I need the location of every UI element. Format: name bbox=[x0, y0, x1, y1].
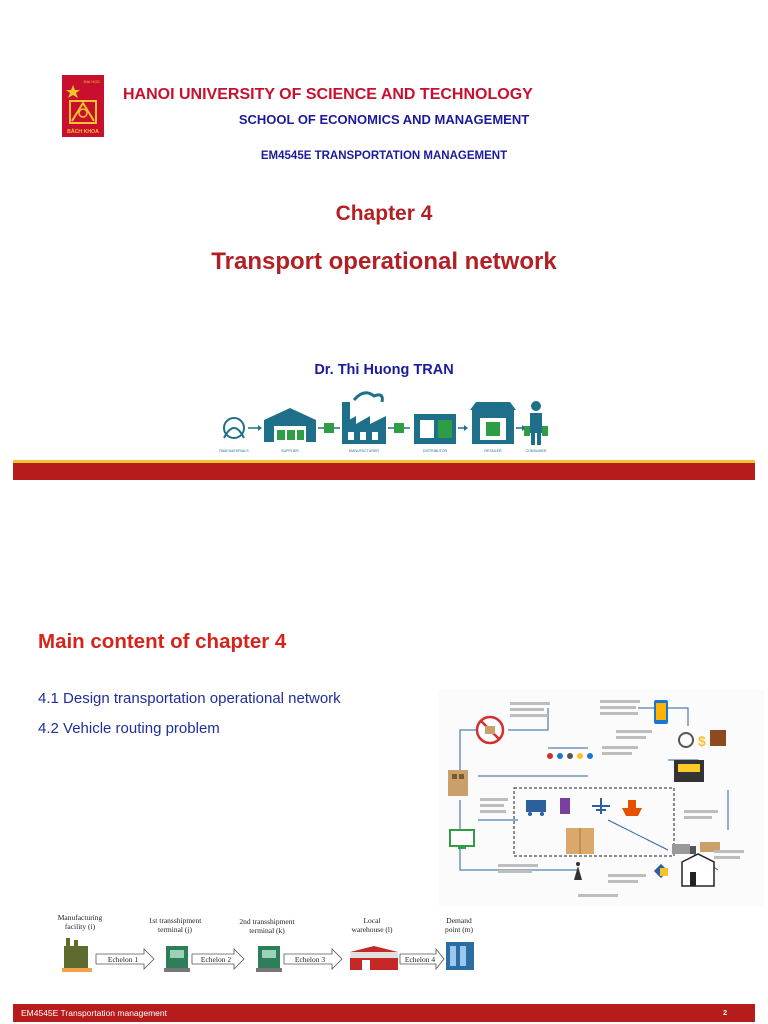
author-name: Dr. Thi Huong TRAN bbox=[314, 362, 454, 378]
smartphone-icon bbox=[654, 700, 668, 724]
footer-bar: EM4545E Transportation management 2 bbox=[13, 1004, 755, 1022]
echelon-arrow-label: Echelon 2 bbox=[201, 955, 231, 964]
echelon-network-diagram: Manufacturing facility (i) 1st transship… bbox=[58, 913, 474, 972]
node-label: Demand bbox=[446, 916, 472, 925]
box-icon bbox=[394, 423, 404, 433]
store-icon bbox=[674, 760, 704, 782]
pallet-icon bbox=[700, 842, 720, 852]
truck-icon bbox=[672, 844, 696, 854]
raw-materials-icon bbox=[223, 417, 245, 439]
label-supplier: SUPPLIER bbox=[281, 449, 299, 453]
box-icon bbox=[324, 423, 334, 433]
distributor-truck-icon bbox=[414, 414, 456, 444]
consumer-person-icon bbox=[524, 401, 548, 445]
label-distributor: DISTRIBUTOR bbox=[423, 449, 448, 453]
no-entry-icon bbox=[475, 715, 505, 745]
supplier-warehouse-icon bbox=[264, 408, 316, 442]
content-item: 4.1 Design transportation operational ne… bbox=[38, 690, 341, 707]
transport-modes-icons bbox=[526, 798, 642, 816]
satellite-icon bbox=[653, 863, 669, 879]
label-manufacturer: MANUFACTURER bbox=[349, 449, 379, 453]
manufacturer-factory-icon bbox=[342, 391, 386, 444]
university-logo: ĐẠI HỌC BÁCH KHOA bbox=[62, 75, 104, 137]
node-label: terminal (j) bbox=[158, 925, 192, 934]
footer-text: EM4545E Transportation management bbox=[21, 1008, 168, 1018]
warehouse-icon bbox=[681, 853, 715, 887]
gear-money-icons: $ bbox=[678, 730, 726, 749]
label-raw-materials: RAW MATERIALS bbox=[219, 449, 249, 453]
echelon-arrow-label: Echelon 4 bbox=[405, 955, 435, 964]
content-item: 4.2 Vehicle routing problem bbox=[38, 720, 220, 737]
node-label: 1st transshipment bbox=[149, 916, 203, 925]
node-label: warehouse (l) bbox=[351, 925, 393, 934]
chapter-title: Transport operational network bbox=[211, 248, 557, 275]
demand-point-icon bbox=[446, 942, 474, 970]
packages-icon bbox=[566, 828, 594, 854]
node-label: facility (i) bbox=[65, 922, 96, 931]
transshipment-terminal-icon bbox=[256, 946, 282, 972]
content-list: 4.1 Design transportation operational ne… bbox=[38, 684, 341, 744]
factory-icon bbox=[448, 770, 468, 796]
transshipment-terminal-icon bbox=[164, 946, 190, 972]
retailer-store-icon bbox=[470, 402, 516, 444]
local-warehouse-icon bbox=[350, 946, 398, 970]
school-name: SCHOOL OF ECONOMICS AND MANAGEMENT bbox=[238, 112, 530, 127]
page-number: 2 bbox=[723, 1010, 727, 1017]
monitor-icon bbox=[449, 829, 475, 849]
antenna-icon bbox=[574, 862, 582, 880]
node-label: point (m) bbox=[445, 925, 474, 934]
title-divider-band bbox=[13, 460, 755, 480]
supply-chain-illustration: RAW MATERIALS SUPPLIER MANUFACTURER DIST… bbox=[219, 391, 548, 453]
university-name: HANOI UNIVERSITY OF SCIENCE AND TECHNOLO… bbox=[123, 86, 533, 103]
logo-bottom-text: BÁCH KHOA bbox=[67, 128, 99, 135]
logo-top-text: ĐẠI HỌC bbox=[84, 79, 101, 84]
label-consumer: CONSUMER bbox=[526, 449, 547, 453]
section-heading: Main content of chapter 4 bbox=[38, 630, 287, 653]
echelon-arrow-label: Echelon 1 bbox=[108, 955, 138, 964]
logistics-network-diagram: $ bbox=[438, 690, 764, 906]
node-label: Manufacturing bbox=[58, 913, 103, 922]
node-label: Local bbox=[363, 916, 380, 925]
manufacturing-facility-icon bbox=[62, 938, 92, 972]
node-label: terminal (k) bbox=[249, 926, 285, 935]
echelon-arrow-label: Echelon 3 bbox=[295, 955, 325, 964]
label-retailer: RETAILER bbox=[484, 449, 502, 453]
course-title: EM4545E TRANSPORTATION MANAGEMENT bbox=[260, 150, 508, 162]
node-label: 2nd transshipment bbox=[239, 917, 295, 926]
svg-text:$: $ bbox=[698, 733, 706, 749]
sensor-icons bbox=[547, 753, 593, 759]
chapter-number: Chapter 4 bbox=[335, 202, 433, 225]
